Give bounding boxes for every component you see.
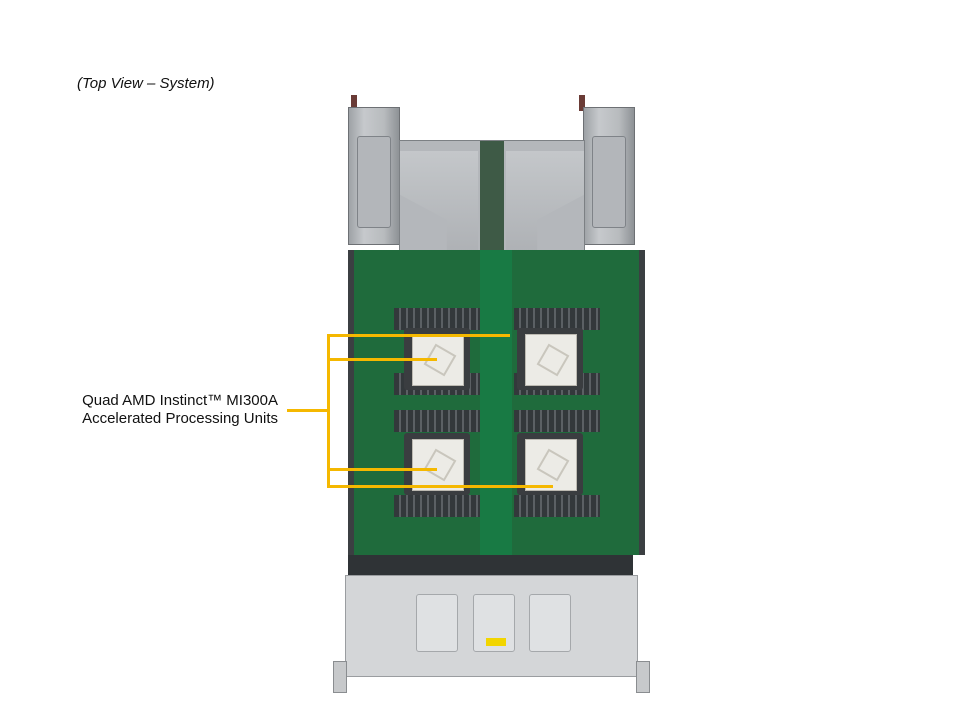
rear-io-strip xyxy=(348,555,633,577)
callout-line-top-left xyxy=(327,358,437,361)
apu-bottom-right xyxy=(517,433,583,495)
rack-ear-left xyxy=(333,661,347,693)
psu-handle-right xyxy=(579,95,585,111)
apu-top-left xyxy=(404,328,470,390)
server-chassis-image xyxy=(333,95,650,693)
callout-label-line1: Quad AMD Instinct™ MI300A xyxy=(82,392,278,409)
callout-line-bottom-right xyxy=(327,485,553,488)
callout-line-bottom-left xyxy=(327,468,437,471)
apu-top-right xyxy=(517,328,583,390)
callout-stub xyxy=(287,409,329,412)
apu-bottom-left xyxy=(404,433,470,495)
callout-label: Quad AMD Instinct™ MI300A Accelerated Pr… xyxy=(60,392,278,428)
view-caption: (Top View – System) xyxy=(77,75,215,92)
warning-label xyxy=(486,638,506,646)
callout-spine xyxy=(327,334,330,488)
rack-ear-right xyxy=(636,661,650,693)
psu-handle-left xyxy=(351,95,357,111)
power-supply-left xyxy=(348,107,400,245)
front-panel xyxy=(345,575,638,677)
motherboard xyxy=(348,250,645,555)
callout-label-line2: Accelerated Processing Units xyxy=(82,410,278,427)
power-supply-right xyxy=(583,107,635,245)
callout-line-top-right xyxy=(327,334,510,337)
